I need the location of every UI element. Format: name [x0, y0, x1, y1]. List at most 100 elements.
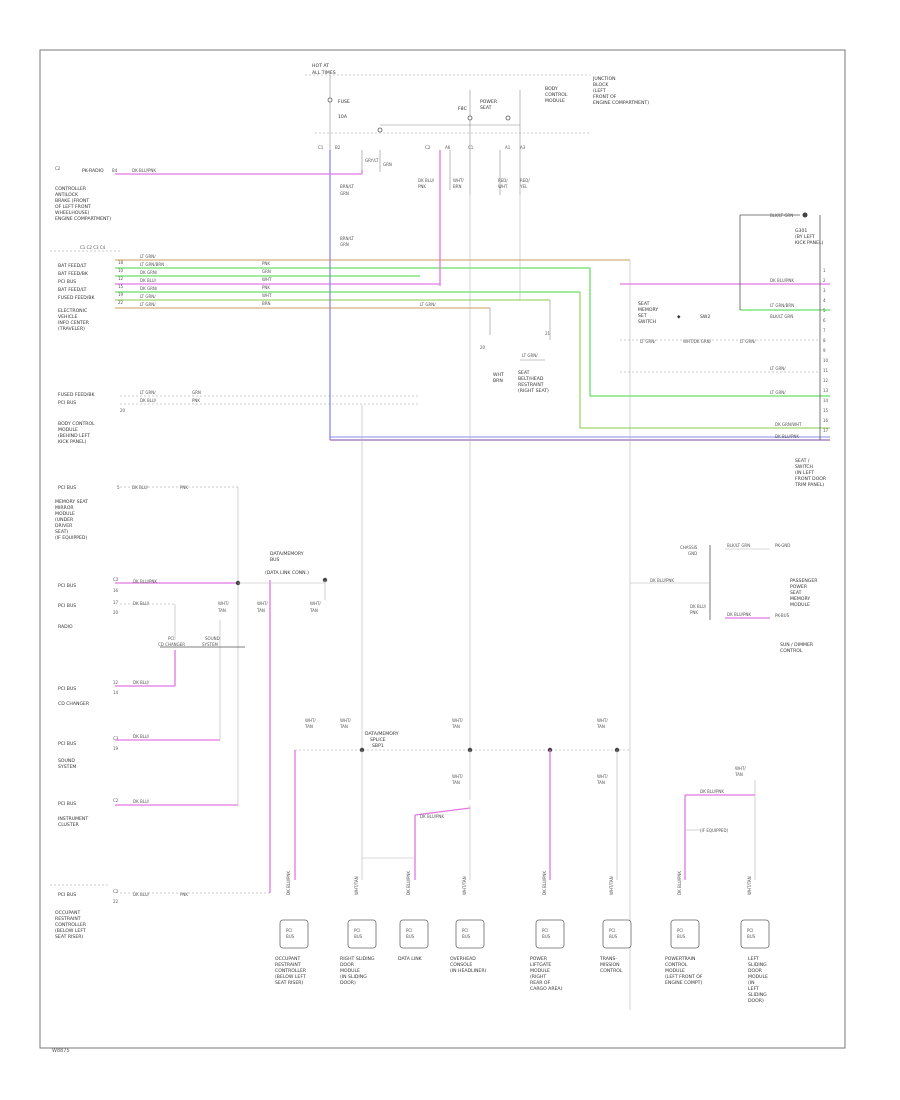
svg-text:MODULE: MODULE	[530, 968, 550, 974]
svg-text:SEAT: SEAT	[518, 370, 530, 376]
svg-text:SEAT: SEAT	[790, 590, 802, 596]
svg-text:(IN HEADLINER): (IN HEADLINER)	[450, 968, 487, 974]
svg-text:TAN: TAN	[451, 724, 460, 729]
svg-text:DOOR: DOOR	[748, 968, 763, 974]
svg-text:CONTROL: CONTROL	[665, 962, 688, 968]
svg-text:FUSED FEED/BK: FUSED FEED/BK	[58, 295, 96, 301]
svg-text:BLOCK: BLOCK	[593, 82, 609, 88]
svg-text:C1 C2 C3 C4: C1 C2 C3 C4	[80, 245, 106, 250]
svg-text:BRN: BRN	[453, 184, 462, 189]
svg-text:INSTRUMENT: INSTRUMENT	[58, 816, 88, 822]
svg-text:CONTROL: CONTROL	[780, 648, 803, 654]
svg-text:SEAT: SEAT	[638, 301, 650, 307]
svg-text:LEFT: LEFT	[748, 956, 759, 962]
svg-text:TAN: TAN	[596, 780, 605, 785]
svg-text:SEAT): SEAT)	[55, 529, 68, 535]
svg-text:3: 3	[823, 288, 826, 293]
svg-text:MIRROR: MIRROR	[55, 505, 74, 511]
svg-text:DK BLU/: DK BLU/	[690, 604, 707, 609]
svg-text:(RIGHT SEAT): (RIGHT SEAT)	[518, 388, 549, 394]
svg-text:DK BLU/PNK: DK BLU/PNK	[727, 612, 751, 617]
svg-text:BUS: BUS	[542, 934, 551, 939]
svg-text:BAT FEED/BK: BAT FEED/BK	[58, 271, 89, 277]
svg-text:SWITCH: SWITCH	[638, 319, 656, 325]
svg-text:9: 9	[823, 348, 826, 353]
diagram-frame	[39, 49, 846, 1049]
svg-text:WHT/: WHT/	[305, 718, 316, 723]
svg-text:DK BLU/: DK BLU/	[133, 680, 150, 685]
svg-text:DOOR): DOOR)	[748, 998, 764, 1004]
svg-text:TAN: TAN	[217, 608, 226, 613]
svg-text:SWITCH: SWITCH	[795, 464, 813, 470]
svg-text:GRN: GRN	[383, 162, 392, 167]
svg-text:G301: G301	[795, 228, 807, 234]
svg-text:PCI: PCI	[542, 928, 548, 933]
svg-text:PASSENGER: PASSENGER	[790, 578, 818, 584]
svg-text:DATA/MEMORY: DATA/MEMORY	[365, 731, 399, 737]
svg-text:WHT/: WHT/	[453, 178, 464, 183]
svg-text:PCI BUS: PCI BUS	[58, 485, 76, 491]
svg-text:LT GRN/: LT GRN/	[640, 339, 656, 344]
svg-text:GRN: GRN	[340, 242, 349, 247]
svg-text:POWER: POWER	[530, 956, 548, 962]
svg-text:DK BLU/: DK BLU/	[140, 398, 157, 403]
svg-text:LT GRN/: LT GRN/	[140, 254, 156, 259]
svg-text:BODY CONTROL: BODY CONTROL	[58, 421, 95, 427]
svg-text:DK BLU/PNK: DK BLU/PNK	[650, 578, 674, 583]
svg-text:BLK/LT GRN: BLK/LT GRN	[727, 543, 750, 548]
svg-text:CLUSTER: CLUSTER	[58, 822, 80, 828]
top-wire-stubs: GRY/LT GRN BRN/LT GRN BRN/LT GRN DK BLU/…	[340, 150, 530, 247]
svg-text:22: 22	[113, 899, 119, 904]
svg-text:RESTRAINT: RESTRAINT	[518, 382, 544, 388]
svg-text:PCI: PCI	[286, 928, 292, 933]
module-3: DK BLU/PNK PCI BUS DATA LINK	[398, 871, 429, 962]
svg-text:RADIO: RADIO	[58, 624, 73, 630]
svg-text:PCI BUS: PCI BUS	[58, 583, 76, 589]
svg-text:OF LEFT FRONT: OF LEFT FRONT	[55, 204, 91, 210]
svg-text:(IN LEFT: (IN LEFT	[795, 470, 814, 476]
svg-text:(UNDER: (UNDER	[55, 517, 74, 523]
svg-text:SUN / DIMMER: SUN / DIMMER	[780, 642, 814, 648]
svg-text:4: 4	[823, 298, 826, 303]
svg-text:A6: A6	[445, 145, 451, 150]
svg-text:SEAT: SEAT	[480, 105, 492, 111]
svg-text:LT GRN/: LT GRN/	[140, 390, 156, 395]
svg-text:CD CHANGER: CD CHANGER	[58, 701, 90, 707]
svg-text:10A: 10A	[338, 114, 348, 120]
svg-text:PNK: PNK	[262, 261, 270, 266]
svg-text:GRN: GRN	[262, 269, 271, 274]
svg-text:PK-BUS: PK-BUS	[775, 613, 790, 618]
svg-text:10: 10	[823, 358, 829, 363]
svg-text:WHT: WHT	[262, 277, 272, 282]
svg-text:C3: C3	[113, 736, 119, 741]
data-link-connector: DATA/MEMORY BUS (DATA LINK CONN.) WHT/ T…	[238, 551, 328, 613]
svg-text:(IF EQUIPPED): (IF EQUIPPED)	[55, 535, 87, 541]
svg-text:12: 12	[118, 276, 124, 281]
svg-text:MODULE: MODULE	[545, 98, 565, 104]
svg-text:TAN: TAN	[734, 772, 743, 777]
svg-text:BLK/LT GRN: BLK/LT GRN	[770, 314, 793, 319]
svg-text:12: 12	[113, 680, 119, 685]
svg-text:DK BLU/PNK: DK BLU/PNK	[700, 789, 724, 794]
svg-text:21: 21	[545, 331, 551, 336]
left-module-labels: C2 PK-RADIO B4 DK BLU/PNK CONTROLLER ANT…	[50, 166, 188, 940]
svg-text:FUSED FEED/BK: FUSED FEED/BK	[58, 392, 96, 398]
bottom-splice-bus: DATA/MEMORY SPLICE SBP1 WHT/ TAN WHT/ TA…	[294, 718, 756, 880]
svg-text:16: 16	[823, 418, 829, 423]
svg-text:DK BLU/PNK: DK BLU/PNK	[133, 579, 157, 584]
svg-text:DK BLU/PNK: DK BLU/PNK	[420, 814, 444, 819]
svg-text:PCI BUS: PCI BUS	[58, 603, 76, 609]
svg-text:PNK: PNK	[180, 485, 188, 490]
svg-text:16: 16	[113, 588, 119, 593]
svg-text:19: 19	[113, 746, 119, 751]
bcm-lines: LT GRN/ DK BLU/ GRN PNK	[120, 390, 420, 405]
svg-text:PCI BUS: PCI BUS	[58, 400, 76, 406]
svg-text:PNK: PNK	[262, 285, 270, 290]
svg-text:◆: ◆	[677, 315, 681, 320]
svg-text:WHT/: WHT/	[597, 718, 608, 723]
module-7: DK BLU/PNK PCI BUS POWERTRAIN CONTROL MO…	[665, 871, 703, 986]
svg-text:1: 1	[823, 268, 826, 273]
right-harness-lines: BLK/LT GRN G301 (BY LEFT KICK PANEL) DK …	[330, 212, 830, 1010]
svg-text:10: 10	[118, 268, 124, 273]
svg-text:B4: B4	[112, 168, 118, 173]
